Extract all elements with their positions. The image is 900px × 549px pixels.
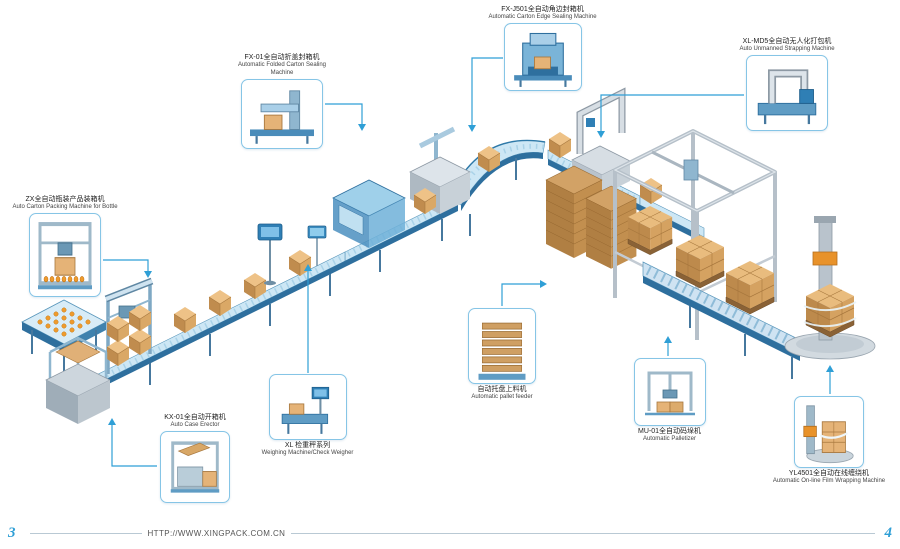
callout-carton-packing-machine-for-bottle: ZX全自动瓶装产品装箱机 Auto Carton Packing Machine… [0,194,130,297]
film-wrapping-machine-scene [784,216,876,360]
callout-labels: YL4501全自动在线缠绕机 Automatic On-line Film Wr… [773,469,885,486]
callout-folded-carton-sealing-machine: FX-01全自动折盖封箱机 Automatic Folded Carton Se… [226,52,338,149]
connector-film-wrapping [826,365,834,394]
machine-label-en: Automatic Carton Edge Sealing Machine [488,14,597,21]
machine-label-cn: FX-01全自动折盖封箱机 [244,54,320,61]
page-footer: 3 HTTP://WWW.XINGPACK.COM.CN 4 [0,523,900,543]
page-number-left: 3 [8,524,16,541]
callout-unmanned-strapping-machine: XL-MD5全自动无人化打包机 Auto Unmanned Strapping … [712,36,862,131]
strapping-machine-image [757,69,817,124]
machine-thumbnail-frame [468,308,536,384]
case-erector-scene [45,336,111,424]
machine-label-cn: MU-01全自动码垛机 [637,428,701,435]
machine-label-cn: YL4501全自动在线缠绕机 [788,470,870,477]
check-weigher-display [307,225,327,266]
machine-thumbnail-frame [633,358,706,426]
folded-carton-sealing-machine-image [250,90,314,144]
callout-automatic-palletizer: MU-01全自动码垛机 Automatic Palletizer [602,358,737,445]
machine-label-en: Auto Case Erector [170,422,220,429]
callout-labels: XL 检重秤系列 Weighing Machine/Check Weigher [262,441,354,458]
bottles [37,307,91,337]
shrink-tunnel-machine [332,179,406,248]
bottle-packing-machine-image [38,221,92,290]
pallet-discharge-conveyor [642,261,801,379]
machine-thumbnail-frame [268,374,347,440]
machine-label-en: Automatic Folded Carton Sealing Machine [237,62,327,76]
callout-labels: KX-01全自动开箱机 Auto Case Erector [164,413,225,430]
callout-auto-case-erector: KX-01全自动开箱机 Auto Case Erector [140,412,250,503]
website-url: HTTP://WWW.XINGPACK.COM.CN [147,528,286,538]
callout-labels: MU-01全自动码垛机 Automatic Palletizer [638,427,701,444]
pallet-load-1 [675,234,725,289]
film-wrapping-machine-image [803,405,854,464]
machine-label-en: Automatic pallet feeder [471,394,533,401]
callout-labels: 自动托盘上料机 Automatic pallet feeder [471,385,532,402]
connector-pallet-feeder [501,280,547,306]
palletizer-image [644,371,695,416]
connector-folded-carton-sealing [325,103,366,131]
callout-labels: XL-MD5全自动无人化打包机 Auto Unmanned Strapping … [739,37,834,54]
check-weigher-image [281,386,329,434]
callout-connectors [103,57,834,467]
callout-labels: FX-J501全自动角边封箱机 Automatic Carton Edge Se… [488,5,596,22]
footer-rule-left [29,532,142,534]
pallet-load-2 [725,260,775,315]
machine-label-en: Automatic Palletizer [642,436,696,443]
machine-label-en: Auto Carton Packing Machine for Bottle [12,204,118,211]
machine-thumbnail-frame [503,22,582,91]
control-panel [257,223,283,286]
connector-palletizer [664,336,672,356]
machine-label-cn: FX-J501全自动角边封箱机 [501,6,584,13]
conveyor-lower-segment [61,251,346,414]
machine-label-cn: ZX全自动瓶装产品装箱机 [25,196,105,203]
machine-label-cn: 自动托盘上料机 [477,386,527,393]
carton-edge-sealing-machine-image [513,32,572,87]
callout-carton-edge-sealing-machine: FX-J501全自动角边封箱机 Automatic Carton Edge Se… [455,4,630,91]
callout-check-weigher: XL 检重秤系列 Weighing Machine/Check Weigher [240,374,375,459]
callout-labels: ZX全自动瓶装产品装箱机 Auto Carton Packing Machine… [12,195,117,212]
machine-label-cn: XL 检重秤系列 [284,442,331,449]
callout-labels: FX-01全自动折盖封箱机 Automatic Folded Carton Se… [226,53,338,78]
machine-thumbnail-frame [794,396,864,468]
machine-label-en: Auto Unmanned Strapping Machine [739,46,835,53]
callout-film-wrapping-machine: YL4501全自动在线缠绕机 Automatic On-line Film Wr… [758,396,900,487]
connector-check-weigher [304,264,312,373]
machine-label-en: Weighing Machine/Check Weigher [261,450,354,457]
machine-thumbnail-frame [746,54,828,131]
machine-label-cn: XL-MD5全自动无人化打包机 [742,38,832,45]
connector-carton-edge-sealing [468,57,503,132]
machine-label-en: Automatic On-line Film Wrapping Machine [772,478,886,485]
case-erector-image [170,441,220,493]
machine-label-cn: KX-01全自动开箱机 [164,414,226,421]
machine-thumbnail-frame [160,430,230,503]
callout-automatic-pallet-feeder: 自动托盘上料机 Automatic pallet feeder [437,308,567,403]
palletizer-frame [613,129,777,340]
machine-thumbnail-frame [29,212,101,297]
page-number-right: 4 [884,524,893,541]
footer-rule-right [291,532,875,534]
connector-strapping [597,94,744,138]
pallet-feeder-image [478,322,526,380]
bottle-infeed-table [21,299,107,374]
machine-thumbnail-frame [241,78,323,149]
connector-bottle-packing [103,259,152,278]
connector-case-erector [108,418,157,467]
